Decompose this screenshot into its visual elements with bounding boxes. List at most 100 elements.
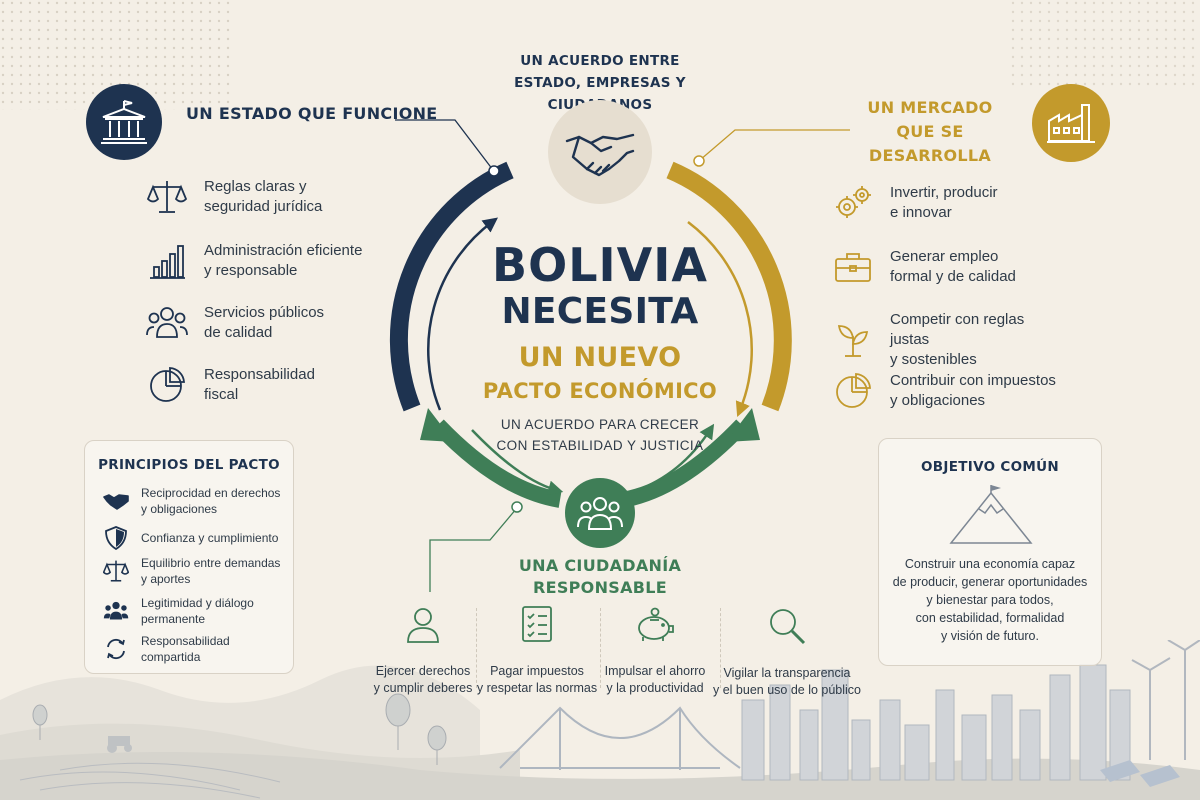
estado-item-3: Servicios públicos de calidad bbox=[146, 302, 374, 344]
ciudadania-item-3: Impulsar el ahorro y la productividad bbox=[580, 606, 730, 697]
mercado-item-3: Competir con reglas justas y sostenibles bbox=[832, 310, 1060, 370]
header-line-1: UN ACUERDO ENTRE bbox=[520, 53, 680, 69]
people-icon bbox=[146, 307, 188, 338]
scales-icon bbox=[147, 181, 187, 213]
scales-icon bbox=[103, 560, 129, 582]
principios-item-1: Reciprocidad en derechos y obligaciones bbox=[103, 485, 291, 517]
center-highlight-1: UN NUEVO bbox=[518, 342, 682, 373]
pact-cycle-diagram bbox=[389, 161, 792, 508]
estado-item-1-line2: seguridad jurídica bbox=[204, 198, 323, 215]
plant-icon bbox=[837, 325, 869, 357]
mercado-item-4-line2: y obligaciones bbox=[890, 392, 986, 409]
mercado-item-4: Contribuir con impuestos y obligaciones bbox=[832, 370, 1080, 412]
ciudadania-title-2: RESPONSABLE bbox=[532, 578, 668, 597]
principios-item-3: Equilibrio entre demandas y aportes bbox=[103, 555, 291, 587]
center-sub-1: UN ACUERDO PARA CRECER bbox=[500, 417, 700, 432]
estado-item-1: Reglas claras y seguridad jurídica bbox=[146, 176, 374, 218]
mercado-item-2-line2: formal y de calidad bbox=[890, 268, 1016, 285]
mercado-title-2: QUE SE DESARROLLA bbox=[868, 122, 992, 165]
estado-item-4-line2: fiscal bbox=[204, 386, 239, 403]
estado-item-2-line1: Administración eficiente bbox=[204, 242, 363, 259]
ciudadania-arc bbox=[432, 419, 562, 508]
ciudadania-item-3-line2: y la productividad bbox=[606, 681, 704, 695]
estado-title: UN ESTADO QUE FUNCIONE bbox=[186, 104, 438, 123]
mercado-item-3-line2: y sostenibles bbox=[890, 351, 977, 368]
estado-item-3-line2: de calidad bbox=[204, 324, 273, 341]
government-building-icon bbox=[101, 100, 147, 144]
principios-item-3-line2: y aportes bbox=[141, 572, 191, 586]
mercado-item-4-line1: Contribuir con impuestos bbox=[890, 372, 1056, 389]
center-message: BOLIVIA NECESITA UN NUEVO PACTO ECONÓMIC… bbox=[450, 240, 750, 456]
ciudadania-item-2-line1: Pagar impuestos bbox=[490, 664, 584, 678]
ciudadania-item-1-line2: y cumplir deberes bbox=[373, 681, 473, 695]
handshake-badge bbox=[548, 100, 652, 204]
objetivo-line-3: y bienestar para todos, bbox=[926, 593, 1054, 607]
landscape-illustration bbox=[0, 640, 1200, 800]
objetivo-line-5: y visión de futuro. bbox=[941, 629, 1039, 643]
ciudadania-item-4-line1: Vigilar la transparencia bbox=[723, 666, 851, 680]
piggy-bank-icon bbox=[638, 607, 674, 641]
principios-panel: PRINCIPIOS DEL PACTO Reciprocidad en der… bbox=[84, 440, 294, 674]
center-highlight-2: PACTO ECONÓMICO bbox=[482, 379, 718, 403]
dot-pattern-decoration-right bbox=[1010, 0, 1200, 90]
group-icon bbox=[577, 497, 623, 530]
principios-item-1-line1: Reciprocidad en derechos bbox=[141, 486, 281, 500]
mercado-badge bbox=[1032, 84, 1110, 162]
briefcase-icon bbox=[835, 253, 871, 282]
ciudadania-title: UNA CIUDADANÍA RESPONSABLE bbox=[500, 555, 700, 599]
principios-item-2: Confianza y cumplimiento bbox=[103, 525, 291, 551]
person-icon bbox=[407, 608, 439, 643]
estado-item-4: Responsabilidad fiscal bbox=[146, 364, 374, 406]
pie-chart-icon bbox=[836, 373, 871, 408]
principios-item-4-line2: permanente bbox=[141, 612, 206, 626]
gears-icon bbox=[836, 186, 871, 218]
principios-item-2-line1: Confianza y cumplimiento bbox=[141, 531, 279, 545]
mercado-item-3-line1: Competir con reglas justas bbox=[890, 311, 1025, 348]
ciudadania-item-4: Vigilar la transparencia y el buen uso de… bbox=[702, 606, 872, 699]
mercado-arc bbox=[666, 161, 792, 412]
principios-item-5-line2: compartida bbox=[141, 650, 201, 664]
objetivo-line-4: con estabilidad, formalidad bbox=[915, 611, 1065, 625]
ciudadania-item-2-line2: y respetar las normas bbox=[476, 681, 598, 695]
estado-item-4-line1: Responsabilidad bbox=[204, 366, 315, 383]
pie-chart-icon bbox=[150, 367, 185, 402]
objetivo-title: OBJETIVO COMÚN bbox=[921, 459, 1059, 475]
people-icon bbox=[103, 601, 129, 620]
ciudadania-item-2: Pagar impuestos y respetar las normas bbox=[462, 604, 612, 697]
principios-item-1-line2: y obligaciones bbox=[141, 502, 218, 516]
handshake-icon bbox=[103, 494, 129, 510]
bar-chart-icon bbox=[150, 245, 185, 279]
mercado-item-1: Invertir, producir e innovar bbox=[832, 182, 1060, 224]
center-sub-2: CON ESTABILIDAD Y JUSTICIA bbox=[496, 438, 704, 453]
principios-item-3-line1: Equilibrio entre demandas bbox=[141, 556, 281, 570]
center-title-2: NECESITA bbox=[501, 291, 699, 332]
handshake-icon bbox=[565, 133, 635, 177]
ciudadania-item-4-line2: y el buen uso de lo público bbox=[712, 683, 862, 697]
magnifier-icon bbox=[770, 609, 806, 645]
estado-item-1-line1: Reglas claras y bbox=[204, 178, 307, 195]
mercado-title-1: UN MERCADO bbox=[867, 98, 993, 117]
mountain-flag-icon bbox=[949, 485, 1033, 544]
mercado-item-1-line2: e innovar bbox=[890, 204, 952, 221]
objetivo-line-1: Construir una economía capaz bbox=[904, 557, 1076, 571]
ciudadania-item-3-line1: Impulsar el ahorro bbox=[604, 664, 706, 678]
principios-title: PRINCIPIOS DEL PACTO bbox=[98, 457, 280, 473]
checklist-icon bbox=[522, 606, 552, 642]
ciudadania-title-1: UNA CIUDADANÍA bbox=[518, 556, 682, 575]
estado-item-3-line1: Servicios públicos bbox=[204, 304, 325, 321]
mercado-title: UN MERCADO QUE SE DESARROLLA bbox=[850, 96, 1010, 168]
estado-item-2-line2: y responsable bbox=[204, 262, 298, 279]
estado-item-2: Administración eficiente y responsable bbox=[146, 240, 374, 282]
cycle-arrows-icon bbox=[107, 638, 125, 660]
objetivo-line-2: de producir, generar oportunidades bbox=[892, 575, 1088, 589]
mercado-item-1-line1: Invertir, producir bbox=[890, 184, 998, 201]
separator bbox=[600, 608, 601, 688]
citizens-badge bbox=[565, 478, 635, 548]
objetivo-text: Construir una economía capaz de producir… bbox=[879, 555, 1101, 645]
shield-icon bbox=[105, 526, 127, 550]
estado-badge bbox=[86, 84, 162, 160]
